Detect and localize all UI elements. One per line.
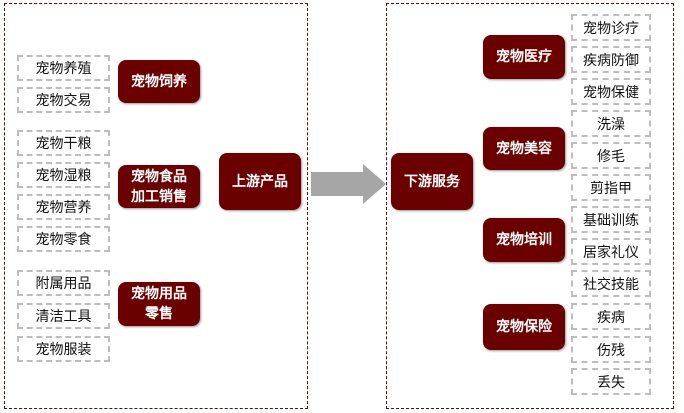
- downstream-panel: [386, 3, 674, 409]
- category-box: 宠物医疗: [483, 35, 565, 79]
- arrow-right-icon: [311, 164, 386, 204]
- item: 宠物诊疗: [571, 14, 651, 41]
- category-box: 宠物用品零售: [118, 282, 200, 326]
- item: 宠物湿粮: [17, 162, 110, 188]
- category-box: 宠物保险: [483, 304, 565, 350]
- item: 宠物服装: [17, 336, 110, 362]
- downstream-title-box: 下游服务: [391, 153, 473, 210]
- item: 基础训练: [571, 206, 651, 233]
- item: 丢失: [571, 368, 651, 395]
- item: 宠物养殖: [17, 55, 110, 81]
- item: 宠物营养: [17, 194, 110, 220]
- item: 宠物干粮: [17, 130, 110, 156]
- upstream-title-box: 上游产品: [219, 153, 301, 210]
- item: 宠物保健: [571, 78, 651, 105]
- category-box: 宠物培训: [483, 218, 565, 262]
- item: 疾病: [571, 303, 651, 330]
- category-label: 宠物食品加工销售: [131, 168, 187, 205]
- item: 宠物零食: [17, 226, 110, 252]
- category-box: 宠物食品加工销售: [118, 165, 200, 208]
- item: 洗澡: [571, 110, 651, 137]
- item: 清洁工具: [17, 303, 110, 329]
- category-label: 宠物用品零售: [131, 286, 187, 322]
- item: 修毛: [571, 142, 651, 169]
- item: 居家礼仪: [571, 238, 651, 265]
- item: 社交技能: [571, 270, 651, 297]
- upstream-panel: [4, 3, 308, 409]
- item: 附属用品: [17, 270, 110, 296]
- category-box: 宠物饲养: [118, 60, 200, 103]
- item: 宠物交易: [17, 87, 110, 113]
- item: 疾病防御: [571, 46, 651, 73]
- item: 剪指甲: [571, 174, 651, 201]
- item: 伤残: [571, 336, 651, 363]
- category-box: 宠物美容: [483, 127, 565, 170]
